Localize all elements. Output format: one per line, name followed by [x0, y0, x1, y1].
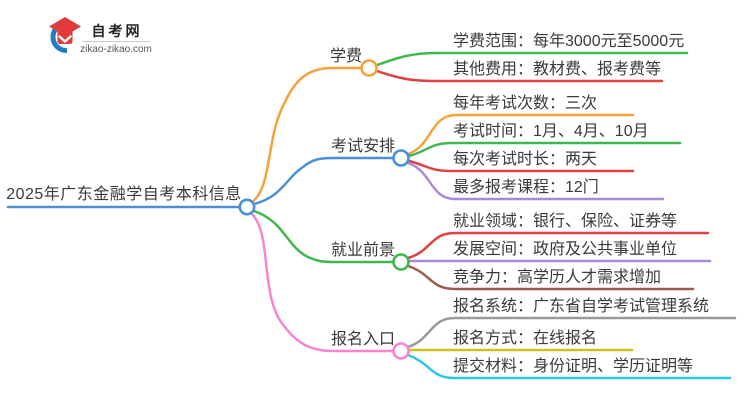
- branch-line-registration-entry: [249, 211, 395, 353]
- child-line-tuition-range: [375, 51, 689, 67]
- branch-line-tuition: [250, 66, 363, 204]
- child-label-exam-duration: 每次考试时长：两天: [453, 151, 598, 168]
- child-label-tuition-range: 学费范围：每年3000元至5000元: [453, 33, 685, 50]
- child-label-exam-dates: 考试时间：1月、4月、10月: [453, 123, 649, 140]
- branch-line-exam-schedule: [252, 156, 395, 206]
- branch-label-registration-entry: 报名入口: [330, 331, 395, 348]
- child-line-required-materials: [406, 353, 732, 380]
- child-line-other-fees: [375, 69, 664, 83]
- child-label-max-courses: 最多报考课程：12门: [453, 179, 599, 196]
- branch-line-career-prospects: [252, 209, 395, 264]
- career-prospects-node-circle: [392, 253, 410, 271]
- root-node-circle: [238, 198, 256, 216]
- branch-label-exam-schedule: 考试安排: [330, 138, 395, 155]
- child-label-registration-method: 报名方式：在线报名: [453, 330, 598, 347]
- child-line-max-courses: [406, 161, 665, 201]
- branch-label-tuition: 学费: [329, 48, 362, 65]
- child-label-registration-system: 报名系统：广东省自学考试管理系统: [453, 298, 710, 315]
- child-line-registration-system: [406, 316, 737, 349]
- child-label-development-space: 发展空间：政府及公共事业单位: [453, 241, 678, 258]
- child-label-required-materials: 提交材料：身份证明、学历证明等: [453, 358, 694, 375]
- child-line-exam-duration: [407, 159, 635, 173]
- child-label-other-fees: 其他费用：教材费、报考费等: [453, 61, 662, 78]
- site-url: zikao-zikao.com: [80, 44, 152, 55]
- child-line-exam-frequency: [406, 113, 635, 156]
- child-label-competitiveness: 竞争力：高学历人才需求增加: [453, 269, 662, 286]
- child-label-employment-fields: 就业领域：银行、保险、证券等: [453, 213, 678, 230]
- child-line-employment-fields: [406, 231, 710, 260]
- child-line-exam-dates: [407, 141, 682, 158]
- site-name: 自考网: [91, 23, 143, 39]
- exam-schedule-node-circle: [392, 149, 410, 167]
- root-topic-label: 2025年广东金融学自考本科信息: [6, 186, 242, 203]
- graduation-cap-icon: [49, 17, 81, 53]
- logo-divider: [82, 41, 150, 42]
- child-line-competitiveness: [406, 264, 695, 291]
- branch-label-career-prospects: 就业前景: [330, 242, 395, 259]
- child-label-exam-frequency: 每年考试次数：三次: [453, 95, 598, 112]
- site-logo: 自考网 zikao-zikao.com: [38, 14, 168, 62]
- tuition-node-circle: [360, 59, 378, 77]
- registration-entry-node-circle: [392, 342, 410, 360]
